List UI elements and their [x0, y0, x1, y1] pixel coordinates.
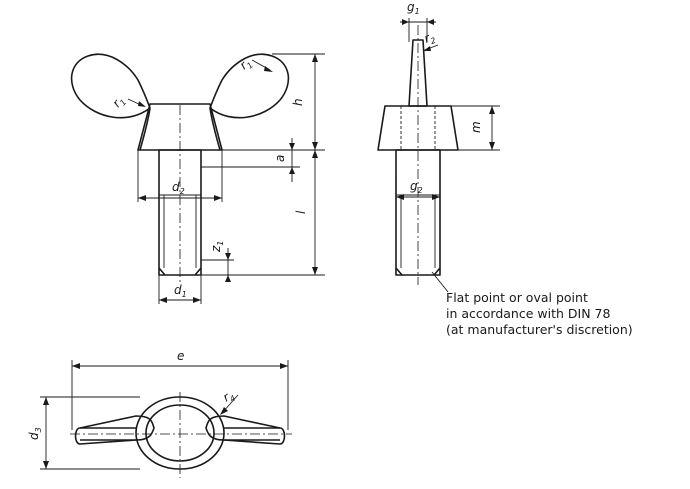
label-z1: z1: [209, 241, 225, 253]
left-wing-outline: [70, 53, 151, 119]
top-view: [40, 360, 292, 478]
bolt-chamfer-right: [194, 267, 202, 276]
label-h: h: [291, 98, 305, 106]
label-a: a: [273, 155, 287, 162]
top-wings-outline: [74, 415, 155, 445]
left-wing-lower-edge: [139, 107, 151, 151]
bolt-chamfer-left: [158, 267, 166, 276]
point-note: Flat point or oval point in accordance w…: [446, 290, 633, 337]
right-wing-outline: [209, 53, 290, 119]
label-r2: r2: [422, 29, 437, 47]
label-d1: d1: [174, 283, 187, 299]
note-line-1: Flat point or oval point: [446, 290, 588, 305]
label-g1: g1: [407, 0, 420, 16]
side-view: [377, 18, 500, 293]
label-d3: d3: [27, 427, 43, 440]
label-e: e: [177, 349, 184, 363]
label-m: m: [469, 121, 483, 133]
right-wing-lower-edge: [209, 107, 221, 151]
label-g2: g2: [410, 179, 423, 195]
note-line-3: (at manufacturer's discretion): [446, 322, 633, 337]
note-leader: [431, 271, 449, 293]
front-view: [70, 53, 325, 304]
label-r1-left: r1: [110, 93, 129, 111]
side-shank: [395, 149, 441, 276]
note-line-2: in accordance with DIN 78: [446, 306, 610, 321]
label-r4: r4: [221, 387, 238, 406]
label-l: l: [294, 210, 308, 214]
label-d2: d2: [172, 180, 185, 196]
dimension-labels: g1 r2 r1 r1 h m a l d2 g2 z1 d1 e r4: [27, 0, 483, 440]
